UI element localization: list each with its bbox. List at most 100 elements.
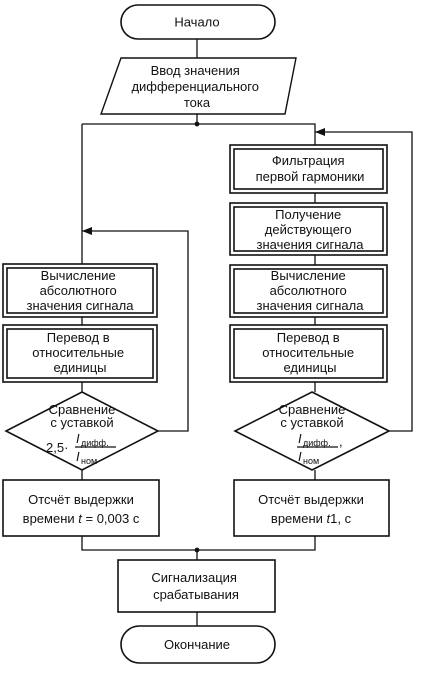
signal-node: Сигнализация срабатывания <box>117 559 276 613</box>
left-convert-label-line: единицы <box>53 360 106 375</box>
signal-box <box>117 559 276 613</box>
right-rms-label-line: действующего <box>265 222 352 237</box>
left-compare-title: Сравнение <box>49 402 116 417</box>
right-calc-label-line: значения сигнала <box>257 298 365 313</box>
input-label-line: тока <box>184 95 211 110</box>
right-calc-box-outer <box>229 264 388 318</box>
right-convert-label: Перевод в относительные единицы <box>262 330 357 375</box>
left-calc-box-inner <box>6 267 154 314</box>
left-convert-label-line: Перевод в <box>47 330 110 345</box>
right-delay-time: времени t1, с <box>271 511 352 526</box>
right-rms-node: Получение действующего значения сигнала <box>229 202 388 256</box>
junction-dot <box>194 121 200 127</box>
left-convert-label: Перевод в относительные единицы <box>32 330 127 375</box>
right-calc-label: Вычисление абсолютного значения сигнала <box>257 268 365 313</box>
right-filter-box-inner <box>233 148 384 190</box>
left-loop-back <box>82 230 189 432</box>
left-calc-label: Вычисление абсолютного значения сигнала <box>27 268 135 313</box>
right-compare-comma: , <box>339 434 343 449</box>
left-delay-time-suffix: = 0,003 с <box>82 511 140 526</box>
connectors <box>81 38 413 626</box>
left-delay-time-prefix: времени <box>23 511 79 526</box>
left-compare-subtitle: с уставкой <box>50 415 113 430</box>
start-label: Начало <box>174 15 219 30</box>
right-rms-label: Получение действующего значения сигнала <box>257 207 365 252</box>
connector-split-branches <box>82 123 316 145</box>
right-delay-time-variable: t <box>327 511 332 526</box>
left-convert-box-outer <box>2 324 158 383</box>
arrow-head <box>315 128 325 136</box>
input-parallelogram-shape <box>100 57 297 115</box>
left-delay-node: Отсчёт выдержки времени t = 0,003 с <box>2 479 160 537</box>
junction-dot <box>194 547 200 553</box>
right-compare-subtitle: с уставкой <box>280 415 343 430</box>
right-calc-box-inner <box>233 268 384 314</box>
signal-label-line: срабатывания <box>153 587 239 602</box>
left-compare-denominator-subscript: ном <box>81 456 97 466</box>
left-calc-label-line: Вычисление <box>41 268 116 283</box>
right-filter-label-line: Фильтрация <box>272 153 345 168</box>
right-filter-node: Фильтрация первой гармоники <box>229 144 388 194</box>
right-compare-diamond-shape <box>233 391 391 471</box>
right-rms-label-line: значения сигнала <box>257 237 365 252</box>
right-compare-title: Сравнение <box>279 402 346 417</box>
right-delay-title: Отсчёт выдержки <box>258 492 364 507</box>
right-convert-box-outer <box>229 324 388 383</box>
right-filter-label: Фильтрация первой гармоники <box>256 153 365 184</box>
end-node: Окончание <box>120 625 276 664</box>
signal-label: Сигнализация срабатывания <box>151 570 240 602</box>
left-convert-node: Перевод в относительные единицы <box>2 324 158 383</box>
right-rms-label-line: Получение <box>275 207 341 222</box>
input-label: Ввод значения дифференциального тока <box>131 63 262 110</box>
right-convert-label-line: единицы <box>283 360 336 375</box>
right-calc-label-line: абсолютного <box>270 283 347 298</box>
start-terminator-shape <box>120 4 276 40</box>
right-convert-label-line: Перевод в <box>277 330 340 345</box>
end-label: Окончание <box>164 637 230 652</box>
right-delay-node: Отсчёт выдержки времени t1, с <box>233 479 390 537</box>
right-delay-box <box>233 479 390 537</box>
right-delay-time-suffix: 1, с <box>330 511 351 526</box>
right-convert-box-inner <box>233 328 384 379</box>
right-compare-numerator-symbol: I <box>298 431 302 446</box>
left-compare-node: Сравнение с уставкой 2,5· I дифф. I ном <box>4 391 160 471</box>
right-compare-denominator-symbol: I <box>298 449 302 464</box>
right-calc-label-line: Вычисление <box>271 268 346 283</box>
right-compare-node: Сравнение с уставкой I дифф. , I ном <box>233 391 391 471</box>
right-filter-label-line: первой гармоники <box>256 169 365 184</box>
left-delay-time: времени t = 0,003 с <box>23 511 140 526</box>
left-calc-box-outer <box>2 263 158 318</box>
right-compare-denominator-subscript: ном <box>303 456 319 466</box>
right-filter-box-outer <box>229 144 388 194</box>
arrow-head <box>82 227 92 235</box>
right-compare-numerator-subscript: дифф. <box>303 438 331 448</box>
left-calc-node: Вычисление абсолютного значения сигнала <box>2 263 158 318</box>
left-compare-numerator-symbol: I <box>76 431 80 446</box>
right-convert-node: Перевод в относительные единицы <box>229 324 388 383</box>
left-compare-diamond-shape <box>4 391 160 471</box>
start-node: Начало <box>120 4 276 40</box>
left-delay-time-variable: t <box>78 511 83 526</box>
right-loop-back <box>315 131 413 432</box>
input-label-line: Ввод значения <box>151 63 240 78</box>
left-delay-title: Отсчёт выдержки <box>28 492 134 507</box>
connector-merge <box>81 536 316 551</box>
left-compare-denominator-symbol: I <box>76 449 80 464</box>
left-delay-box <box>2 479 160 537</box>
left-convert-label-line: относительные <box>32 345 124 360</box>
input-label-line: дифференциального <box>131 79 259 94</box>
left-calc-label-line: абсолютного <box>40 283 117 298</box>
right-delay-time-prefix: времени <box>271 511 327 526</box>
end-terminator-shape <box>120 625 276 664</box>
left-convert-box-inner <box>6 328 154 379</box>
right-rms-box-outer <box>229 202 388 256</box>
right-rms-box-inner <box>233 206 384 252</box>
right-convert-label-line: относительные <box>262 345 354 360</box>
right-calc-node: Вычисление абсолютного значения сигнала <box>229 264 388 318</box>
input-node: Ввод значения дифференциального тока <box>100 57 297 115</box>
left-calc-label-line: значения сигнала <box>27 298 135 313</box>
signal-label-line: Сигнализация <box>151 570 237 585</box>
left-compare-coefficient: 2,5· <box>46 440 68 455</box>
